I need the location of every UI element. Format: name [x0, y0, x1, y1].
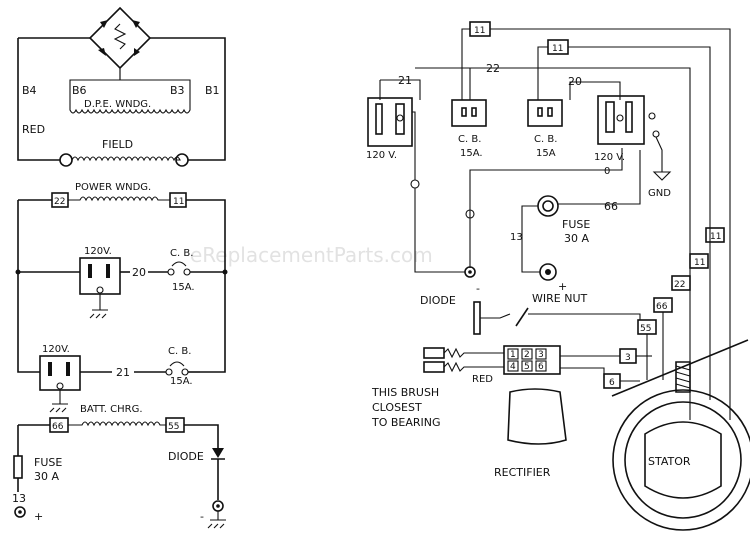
- dpe-winding-coil: [69, 100, 191, 114]
- label-fuse-30a-left: 30 A: [34, 470, 59, 483]
- fuse-30a-left: [13, 455, 23, 479]
- label-fuse-left: FUSE: [34, 456, 62, 469]
- terminal-11-right-2: [689, 253, 709, 269]
- left-schematic: B4 B6 B3 B1 D.P.E. WNDG. RED FIELD 22 11…: [12, 6, 228, 529]
- label-power-winding: POWER WNDG.: [75, 182, 151, 193]
- terminal-22-right-label: 22: [674, 280, 685, 290]
- label-plus-right: +: [558, 280, 567, 293]
- label-battery-charge: BATT. CHRG.: [80, 404, 143, 415]
- connector-pin-1: 1: [510, 350, 516, 360]
- label-plus-left: +: [34, 510, 43, 523]
- right-wiring: 11 11 22 21 20 120 V. C. B. 15A. C: [366, 21, 750, 531]
- label-b4: B4: [22, 84, 37, 97]
- power-winding-coil: [68, 196, 170, 202]
- terminal-11-mid-label: 11: [552, 44, 563, 54]
- positive-terminal-left: [14, 506, 26, 518]
- diode-right: [473, 301, 481, 335]
- label-minus-right: -: [476, 282, 480, 295]
- connector-pin-5: 5: [524, 362, 530, 372]
- label-stator: STATOR: [648, 455, 691, 468]
- label-brush-line-1: THIS BRUSH: [371, 386, 439, 399]
- outlet-120v-a: [79, 257, 121, 295]
- label-wire-66-right: 66: [604, 200, 618, 213]
- label-wire-21-right: 21: [398, 74, 412, 87]
- label-brush-line-3: TO BEARING: [371, 416, 441, 429]
- outlet-120v-b: [39, 355, 81, 391]
- circuit-breaker-2: [165, 368, 173, 376]
- label-cb-1: C. B.: [170, 248, 193, 259]
- rectifier-connector: [503, 345, 561, 375]
- label-red: RED: [22, 123, 45, 136]
- label-wire-nut: WIRE NUT: [532, 292, 587, 305]
- label-cb-right-1: C. B.: [458, 134, 481, 145]
- diode-left: [212, 448, 224, 458]
- stator: [611, 339, 750, 531]
- label-120v-b: 120V.: [42, 344, 70, 355]
- terminal-11-right-1-label: 11: [710, 232, 721, 242]
- label-cb-2: C. B.: [168, 346, 191, 357]
- label-gnd: GND: [648, 188, 671, 199]
- terminal-3-label: 3: [625, 353, 631, 363]
- label-red-right: RED: [472, 374, 493, 385]
- terminal-22-right: [671, 275, 691, 291]
- circuit-breaker-1: [167, 268, 175, 276]
- label-fuse-30a-right: 30 A: [564, 232, 589, 245]
- terminal-11-right-1: [705, 227, 725, 243]
- label-15a-right-2: 15A: [536, 148, 556, 159]
- label-fuse-right: FUSE: [562, 218, 590, 231]
- positive-terminal-right: [539, 263, 557, 281]
- label-field: FIELD: [102, 138, 133, 151]
- label-wire-20-right: 20: [568, 75, 582, 88]
- connector-pin-6: 6: [538, 362, 544, 372]
- label-120v-right-1: 120 V.: [366, 150, 397, 161]
- terminal-11-top-label: 11: [474, 26, 485, 36]
- bridge-rectifier: [88, 6, 152, 70]
- label-wire-20: 20: [132, 266, 146, 279]
- watermark: eReplacementParts.com: [190, 243, 433, 267]
- terminal-66-label: 66: [52, 422, 64, 432]
- brush-1: [423, 347, 445, 359]
- label-b6: B6: [72, 84, 87, 97]
- label-120v-right-2: 120 V.: [594, 152, 625, 163]
- terminal-6-label: 6: [609, 378, 615, 388]
- connector-pin-3: 3: [538, 350, 544, 360]
- label-wire-0: 0: [604, 166, 610, 177]
- label-120v-a: 120V.: [84, 246, 112, 257]
- field-coil: [59, 153, 189, 167]
- label-diode-right: DIODE: [420, 294, 456, 307]
- battery-charge-coil: [68, 421, 166, 427]
- terminal-55-label: 55: [168, 422, 179, 432]
- circuit-breaker-right-2: [527, 99, 563, 127]
- connector-pin-2: 2: [524, 350, 530, 360]
- terminal-66-right-label: 66: [656, 302, 668, 312]
- connector-pin-4: 4: [510, 362, 516, 372]
- label-b1: B1: [205, 84, 220, 97]
- terminal-55-right-label: 55: [640, 324, 651, 334]
- rectifier: [507, 388, 567, 445]
- label-wire-21: 21: [116, 366, 130, 379]
- label-diode-left: DIODE: [168, 450, 204, 463]
- label-15a-right-1: 15A.: [460, 148, 483, 159]
- label-wire-22-right: 22: [486, 62, 500, 75]
- label-cb-right-2: C. B.: [534, 134, 557, 145]
- outlet-120v-right-1: [367, 97, 413, 147]
- terminal-11-right-2-label: 11: [694, 258, 705, 268]
- label-dpe-winding: D.P.E. WNDG.: [84, 99, 151, 110]
- terminal-22-label: 22: [54, 197, 65, 207]
- label-b3: B3: [170, 84, 185, 97]
- brush-2: [423, 361, 445, 373]
- fuse-holder: [537, 195, 559, 217]
- label-minus-left: -: [200, 510, 204, 523]
- wire-nut: [515, 307, 529, 327]
- label-brush-line-2: CLOSEST: [372, 401, 422, 414]
- label-wire-13-right: 13: [510, 232, 523, 243]
- circuit-breaker-right-1: [451, 99, 487, 127]
- label-wire-13-left: 13: [12, 492, 26, 505]
- label-15a-2: 15A.: [170, 376, 193, 387]
- outlet-120v-right-2: [597, 95, 645, 145]
- terminal-11-label: 11: [173, 197, 184, 207]
- label-rectifier: RECTIFIER: [494, 466, 551, 479]
- label-15a-1: 15A.: [172, 282, 195, 293]
